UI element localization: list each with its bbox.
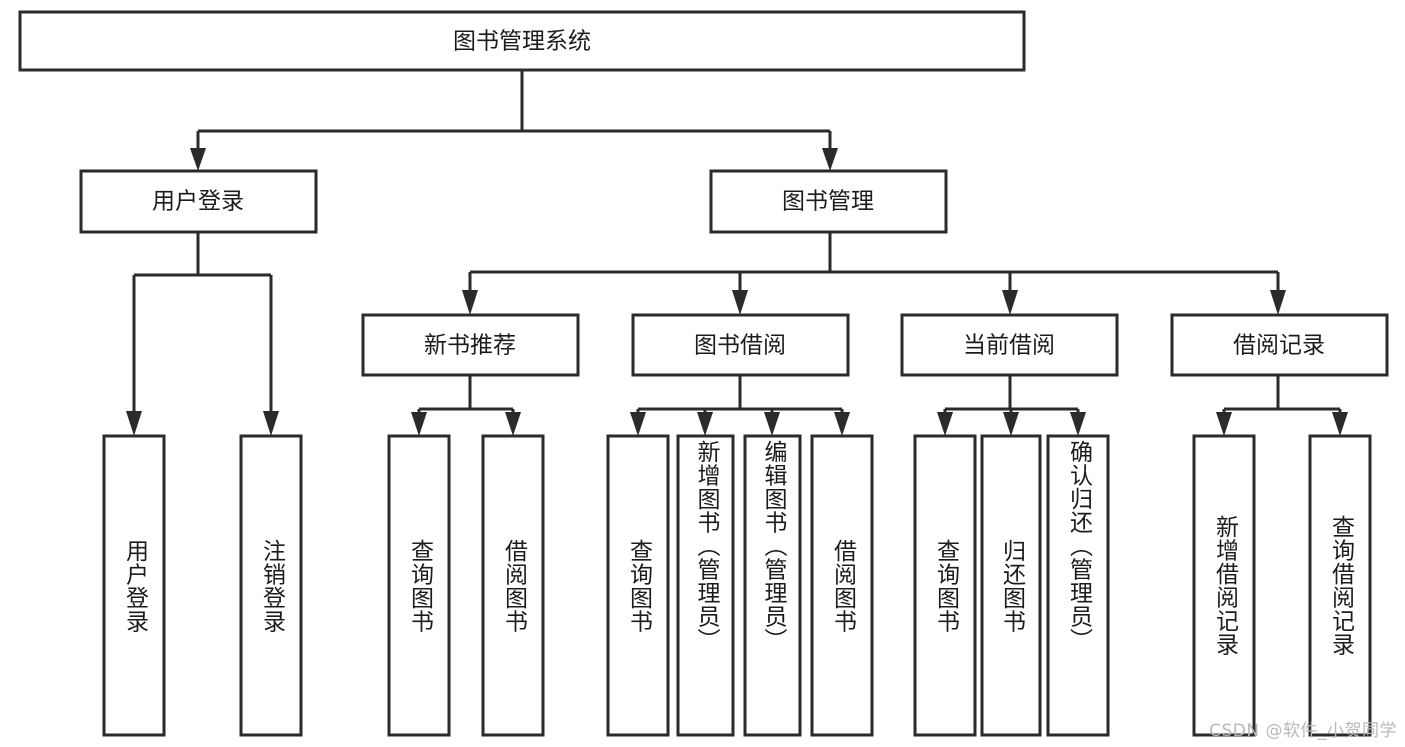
arrow-leaf-user-login [126,411,142,436]
arrow-leaf-query-record [1332,412,1348,436]
node-root[interactable] [18,10,1026,72]
node-user-login[interactable] [79,169,318,234]
leaf-box-return-book[interactable] [980,434,1042,737]
arrow-leaf-query-book-2 [630,412,646,436]
leaf-box-query-book-1[interactable] [387,434,451,737]
arrow-leaf-borrow-book-2 [834,412,850,436]
node-new-book-recommend[interactable] [361,313,580,377]
arrow-user-login [190,148,206,171]
label-current-borrow: 当前借阅 [963,333,1055,359]
arrow-leaf-edit-book [764,412,780,436]
arrow-leaf-borrow-book-1 [505,412,521,436]
label-user-login: 用户登录 [152,189,244,215]
node-borrow-record[interactable] [1170,313,1389,377]
label-book-borrow: 图书借阅 [694,333,786,359]
node-book-borrow[interactable] [631,313,850,377]
leaf-box-add-book[interactable] [676,434,735,737]
node-book-management[interactable] [709,169,948,234]
leaf-box-confirm-return[interactable] [1046,434,1110,737]
root-label: 图书管理系统 [453,29,591,55]
csdn-watermark: CSDN @软件_小贺同学 [1209,721,1397,741]
arrow-leaf-return-book [1003,412,1019,436]
arrow-leaf-logout [263,411,279,436]
box-layer [18,10,1389,737]
arrow-leaf-query-book-3 [937,412,953,436]
arrow-leaf-add-record [1216,412,1232,436]
arrow-leaf-add-book [697,412,713,436]
label-borrow-record: 借阅记录 [1233,333,1325,359]
leaf-box-query-book-2[interactable] [606,434,670,737]
leaf-box-borrow-book-1[interactable] [481,434,545,737]
label-book-management: 图书管理 [782,189,874,215]
arrow-book-mgmt [822,148,838,171]
arrow-book-borrow [732,290,748,315]
leaf-box-query-record[interactable] [1308,434,1372,737]
arrow-current-borrow [1002,290,1018,315]
arrow-leaf-query-book-1 [411,412,427,436]
horizontal-label-layer: 图书管理系统 用户登录 图书管理 新书推荐 图书借阅 当前借阅 借阅记录 [152,29,1325,359]
leaf-box-borrow-book-2[interactable] [810,434,874,737]
arrow-new-book-recommend [462,290,478,315]
leaf-box-query-book-3[interactable] [913,434,977,737]
label-new-book-recommend: 新书推荐 [424,333,516,359]
leaf-box-logout[interactable] [239,434,303,737]
leaf-box-edit-book[interactable] [743,434,802,737]
leaf-box-add-record[interactable] [1192,434,1256,737]
connector-layer [126,70,1348,436]
node-current-borrow[interactable] [900,313,1119,377]
arrow-leaf-confirm-return [1070,412,1086,436]
leaf-box-user-login[interactable] [102,434,166,737]
arrow-borrow-record [1270,290,1286,315]
